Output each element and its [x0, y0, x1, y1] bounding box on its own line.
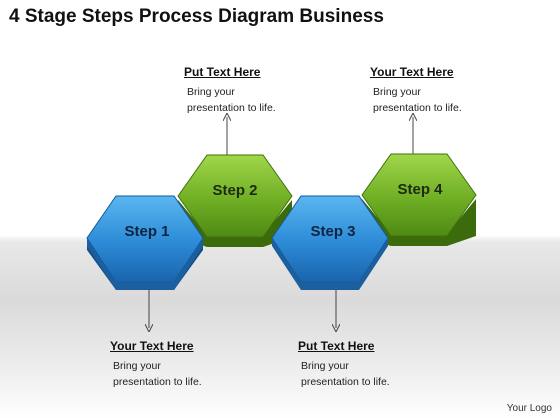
step-3-hexagon: Step 3 — [271, 195, 389, 290]
step-1-label: Step 1 — [124, 223, 169, 240]
callout-heading: Your Text Here — [110, 339, 194, 353]
step-4-label: Step 4 — [397, 181, 443, 198]
callout-step-3: Put Text Here Bring your presentation to… — [298, 339, 448, 390]
callout-heading: Put Text Here — [184, 65, 261, 79]
callout-body: Bring your presentation to life. — [301, 358, 448, 390]
step-2-hexagon: Step 2 — [177, 154, 293, 247]
callout-step-4: Your Text Here Bring your presentation t… — [370, 65, 520, 116]
callout-heading: Your Text Here — [370, 65, 454, 79]
callout-line: presentation to life. — [187, 102, 276, 114]
callout-line: Bring your — [301, 360, 349, 372]
step-2-label: Step 2 — [212, 182, 257, 199]
page-title: 4 Stage Steps Process Diagram Business — [9, 6, 384, 27]
step-3-label: Step 3 — [310, 223, 355, 240]
callout-body: Bring your presentation to life. — [113, 358, 260, 390]
callout-line: presentation to life. — [113, 376, 202, 388]
callout-step-1: Your Text Here Bring your presentation t… — [110, 339, 260, 390]
callout-line: Bring your — [187, 86, 235, 98]
callout-line: presentation to life. — [373, 102, 462, 114]
callout-line: presentation to life. — [301, 376, 390, 388]
callout-body: Bring your presentation to life. — [373, 84, 520, 116]
callout-body: Bring your presentation to life. — [187, 84, 334, 116]
step-4-hexagon: Step 4 — [361, 153, 477, 246]
step-1-hexagon: Step 1 — [86, 195, 204, 290]
logo-text: Your Logo — [506, 403, 552, 414]
callout-heading: Put Text Here — [298, 339, 375, 353]
callout-line: Bring your — [373, 86, 421, 98]
callout-line: Bring your — [113, 360, 161, 372]
callout-step-2: Put Text Here Bring your presentation to… — [184, 65, 334, 116]
